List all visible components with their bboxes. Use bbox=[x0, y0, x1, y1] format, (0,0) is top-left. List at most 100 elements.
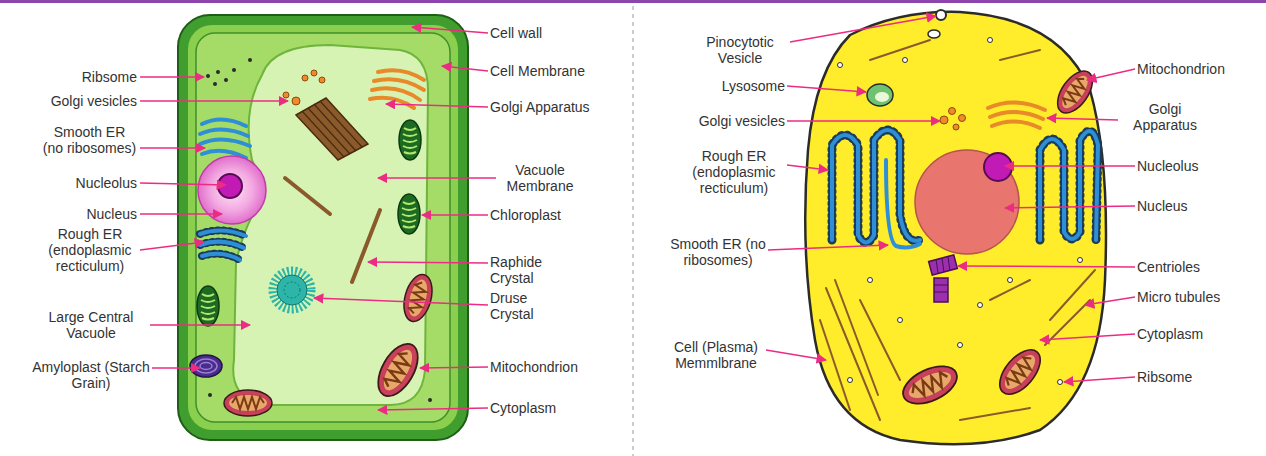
leader-lines bbox=[1005, 165, 1135, 167]
leader-lines bbox=[1085, 297, 1135, 305]
ribosomes bbox=[868, 278, 873, 283]
leader-lines bbox=[412, 27, 488, 33]
mitochondria bbox=[1051, 65, 1100, 119]
chloroplasts bbox=[197, 286, 219, 326]
ribosomes bbox=[216, 70, 220, 74]
part-label: Cytoplasm bbox=[490, 400, 610, 416]
nucleus bbox=[915, 150, 1019, 254]
animal-cell bbox=[805, 12, 1106, 444]
leader-lines bbox=[140, 183, 226, 185]
ribosomes bbox=[848, 378, 853, 383]
ribosomes bbox=[206, 74, 210, 78]
leader-lines bbox=[1040, 334, 1135, 340]
microtubules bbox=[960, 408, 1030, 420]
chloroplasts bbox=[398, 194, 420, 234]
raphide-crystals bbox=[302, 111, 344, 157]
part-label: Smooth ER (no ribosomes) bbox=[668, 236, 768, 268]
leader-lines bbox=[140, 147, 205, 149]
leader-lines bbox=[140, 213, 222, 215]
part-label: Cell (Plasma) Memmlbrane bbox=[664, 339, 768, 371]
part-label: Raphide Crystal bbox=[490, 254, 560, 286]
part-label: Cell wall bbox=[490, 25, 600, 41]
mitochondria bbox=[897, 359, 962, 412]
microtubules bbox=[820, 40, 1095, 420]
druse-crystal bbox=[284, 282, 300, 298]
microtubules bbox=[860, 300, 900, 380]
ribosomes bbox=[898, 318, 903, 323]
golgi-vesicles bbox=[949, 108, 956, 115]
rough-er bbox=[832, 130, 920, 243]
druse-crystal bbox=[277, 275, 307, 305]
ribosomes bbox=[958, 343, 963, 348]
part-label: Smooth ER (no ribosomes) bbox=[42, 124, 137, 156]
top-rule bbox=[0, 0, 1266, 3]
golgi-vesicles bbox=[302, 75, 308, 81]
rough-er bbox=[200, 242, 244, 248]
mitochondria bbox=[224, 271, 437, 416]
leader-lines bbox=[422, 214, 488, 216]
leader-lines bbox=[766, 350, 826, 360]
ribosomes bbox=[1078, 258, 1083, 263]
leader-lines bbox=[1087, 69, 1135, 80]
mitochondria bbox=[224, 390, 272, 416]
raphide-crystals bbox=[302, 101, 362, 157]
part-label: Cell Membrane bbox=[490, 63, 620, 79]
leader-lines bbox=[768, 245, 888, 250]
leader-lines bbox=[420, 367, 488, 368]
central-vacuole bbox=[233, 45, 428, 405]
smooth-er bbox=[886, 160, 920, 248]
part-label: Centrioles bbox=[1137, 259, 1257, 275]
microtubules bbox=[826, 288, 880, 420]
rough-er bbox=[200, 230, 246, 260]
smooth-er bbox=[886, 160, 920, 248]
lysosome bbox=[875, 92, 889, 102]
leader-lines bbox=[958, 266, 1135, 267]
ribosomes bbox=[232, 68, 236, 72]
part-label: Ribsome bbox=[1137, 369, 1257, 385]
part-label: Mitochondrion bbox=[1137, 61, 1257, 77]
ribosomes bbox=[206, 58, 432, 402]
nucleus bbox=[218, 174, 242, 198]
golgi-apparatus bbox=[370, 98, 414, 108]
raphide-crystals bbox=[285, 178, 330, 214]
leader-lines bbox=[150, 324, 250, 326]
golgi-vesicles bbox=[953, 124, 959, 130]
rough-er bbox=[1040, 131, 1098, 240]
rough-er bbox=[200, 230, 246, 260]
part-label: Micro tubules bbox=[1137, 289, 1257, 305]
mitochondria bbox=[370, 337, 426, 402]
part-label: Golgi Apparatus bbox=[490, 99, 630, 115]
golgi-apparatus bbox=[988, 102, 1045, 128]
golgi-vesicles bbox=[940, 116, 948, 124]
golgi-apparatus bbox=[370, 70, 424, 108]
raphide-crystals bbox=[285, 98, 380, 282]
part-label: Chloroplast bbox=[490, 207, 610, 223]
smooth-er bbox=[200, 119, 250, 158]
part-label: Cytoplasm bbox=[1137, 326, 1257, 342]
microtubules bbox=[1000, 50, 1040, 60]
smooth-er bbox=[200, 139, 250, 146]
raphide-crystals bbox=[308, 108, 350, 154]
golgi-vesicles bbox=[283, 92, 289, 98]
rough-er bbox=[832, 130, 920, 243]
centrioles bbox=[948, 257, 950, 271]
part-label: Amyloplast (Starch Grain) bbox=[30, 359, 152, 391]
leader-lines bbox=[787, 86, 866, 92]
leader-lines bbox=[1047, 118, 1118, 120]
leader-lines bbox=[368, 262, 488, 263]
amyloplast bbox=[190, 355, 222, 377]
golgi-vesicles bbox=[292, 97, 300, 105]
leader-lines bbox=[1005, 206, 1135, 208]
nucleus bbox=[915, 150, 1019, 254]
part-label: Golgi vesicles bbox=[665, 113, 785, 129]
plant-cell bbox=[178, 15, 468, 440]
centrioles bbox=[934, 285, 948, 286]
leader-lines bbox=[140, 100, 288, 102]
chloroplasts bbox=[399, 120, 421, 160]
part-label: Rough ER (endoplasmic recticulum) bbox=[40, 226, 140, 274]
part-label: Golgi vesicles bbox=[17, 93, 137, 109]
centrioles bbox=[934, 292, 948, 293]
amyloplast bbox=[195, 359, 217, 373]
pinocytotic-vesicle bbox=[936, 10, 946, 20]
divider bbox=[633, 6, 634, 456]
